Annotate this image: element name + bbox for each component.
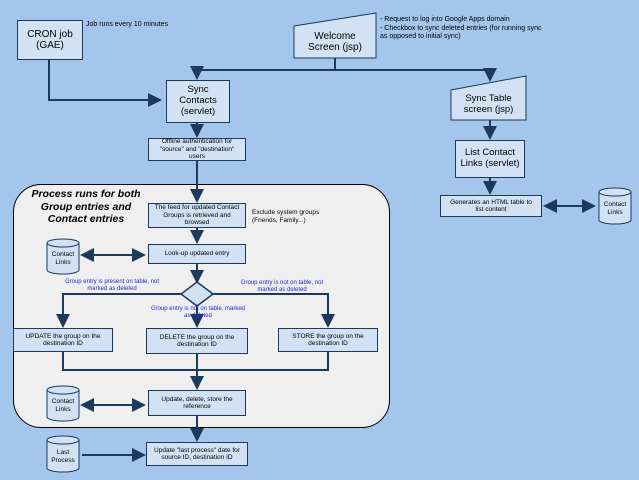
- database-shapes: [46, 187, 632, 473]
- lookup-label: Look-up updated entry: [164, 250, 230, 258]
- feed-label: The feed for updated Contact Groups is r…: [154, 204, 240, 227]
- db-last-process: Last Process: [51, 449, 75, 464]
- generates-table-box: Generates an HTML table to list content: [440, 195, 542, 217]
- sync-contacts-label: Sync Contacts (servlet): [179, 84, 217, 117]
- db-contact-links-right: Contact Links: [603, 201, 627, 216]
- decision-diamond: [179, 281, 215, 307]
- delete-group-box: DELETE the group on the destination ID: [146, 328, 248, 354]
- list-links-box: List Contact Links (servlet): [455, 140, 525, 178]
- generates-table-label: Generates an HTML table to list content: [450, 198, 532, 213]
- condition-not-on-table-deleted: Group entry is not on table, marked as d…: [150, 306, 246, 320]
- update-delete-store-label: Update, delete, store the reference: [161, 395, 233, 410]
- cron-job-label: CRON job (GAE): [27, 28, 73, 52]
- delete-group-label: DELETE the group on the destination ID: [159, 333, 235, 348]
- container-title: Process runs for both Group entries and …: [31, 188, 141, 226]
- sync-contacts-box: Sync Contacts (servlet): [166, 80, 230, 123]
- cron-note: Job runs every 10 minutes: [86, 21, 169, 28]
- welcome-shape: [293, 12, 377, 59]
- update-last-process-label: Update "last process" date for source ID…: [154, 446, 240, 461]
- update-delete-store-box: Update, delete, store the reference: [148, 390, 246, 416]
- welcome-box: Welcome Screen (jsp): [296, 27, 374, 57]
- welcome-note-2: - Checkbox to sync deleted entries (for …: [380, 25, 542, 41]
- db-contact-links-top: Contact Links: [51, 251, 75, 266]
- update-group-label: UPDATE the group on the destination ID: [25, 332, 101, 347]
- offline-auth-box: Offline authentication for "source" and …: [148, 138, 246, 161]
- list-links-label: List Contact Links (servlet): [460, 147, 520, 169]
- db-contact-links-bottom: Contact Links: [51, 398, 75, 413]
- store-group-box: STORE the group on the destination ID: [278, 328, 378, 352]
- sync-table-shape: [450, 75, 527, 121]
- update-group-box: UPDATE the group on the destination ID: [13, 328, 113, 352]
- cron-job-box: CRON job (GAE): [17, 20, 83, 60]
- offline-auth-label: Offline authentication for "source" and …: [159, 138, 235, 161]
- condition-not-on-table-not-deleted: Group entry is not on table, not marked …: [240, 280, 324, 294]
- sync-table-label: Sync Table screen (jsp): [463, 93, 514, 115]
- feed-box: The feed for updated Contact Groups is r…: [148, 203, 246, 228]
- welcome-label: Welcome Screen (jsp): [308, 30, 362, 54]
- exclude-note: Exclude system groups (Friends, Family..…: [252, 209, 320, 224]
- lookup-box: Look-up updated entry: [148, 244, 246, 264]
- update-last-process-box: Update "last process" date for source ID…: [146, 442, 248, 466]
- welcome-note-1: - Request to log into Google Apps domain: [380, 16, 510, 23]
- condition-present: Group entry is present on table, not mar…: [64, 279, 160, 293]
- store-group-label: STORE the group on the destination ID: [292, 332, 364, 347]
- sync-table-box: Sync Table screen (jsp): [452, 90, 525, 120]
